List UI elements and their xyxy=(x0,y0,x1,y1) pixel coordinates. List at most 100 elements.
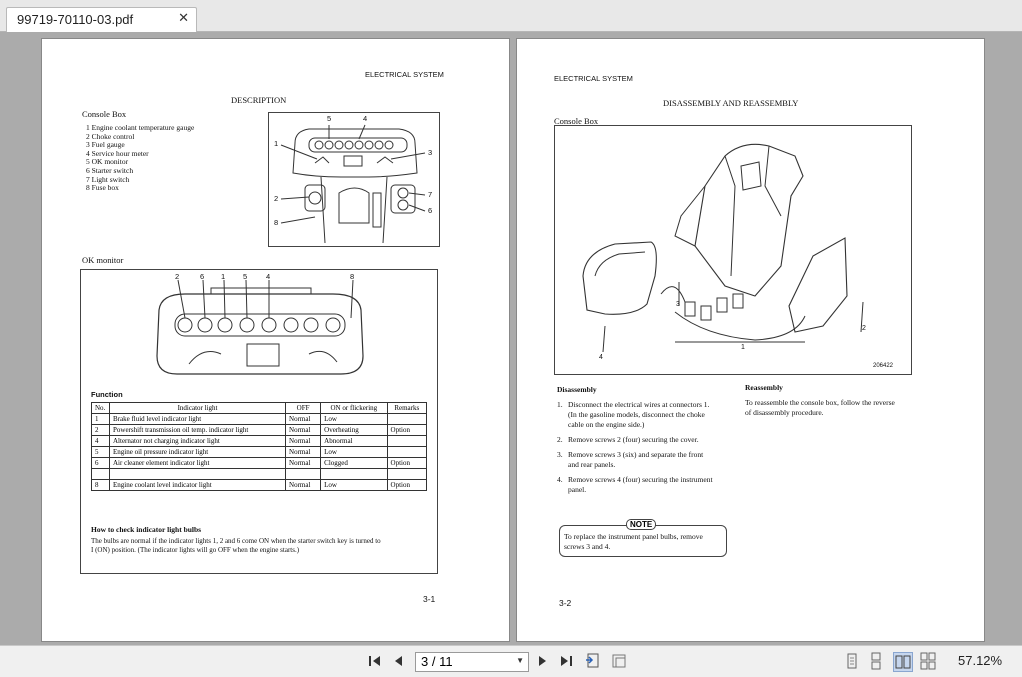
leader-line xyxy=(350,279,354,319)
prev-page-icon[interactable] xyxy=(390,652,408,670)
list-item: 3 Fuel gauge xyxy=(86,140,125,149)
table-cell xyxy=(386,468,428,480)
callout-label: 3 xyxy=(428,148,433,157)
ok-monitor-title: OK monitor xyxy=(82,255,124,265)
column-header: Remarks xyxy=(386,402,428,414)
last-page-icon[interactable] xyxy=(557,652,575,670)
table-cell xyxy=(285,468,322,480)
step-text: panel. xyxy=(568,485,587,494)
table-cell: 4 xyxy=(91,435,110,447)
facing-icon[interactable] xyxy=(893,652,913,672)
page-number: 3-2 xyxy=(559,598,572,608)
table-cell: Normal xyxy=(285,424,322,436)
zoom-level[interactable]: 57.12% xyxy=(958,653,1003,668)
section-title: DISASSEMBLY AND REASSEMBLY xyxy=(663,98,799,108)
close-icon[interactable]: ✕ xyxy=(178,11,189,26)
step-number: 2. xyxy=(557,435,563,444)
document-viewer[interactable]: ELECTRICAL SYSTEM DESCRIPTION Console Bo… xyxy=(0,32,1022,645)
table-row: 5 Engine oil pressure indicator light No… xyxy=(91,446,428,458)
column-header: ON or flickering xyxy=(320,402,388,414)
callout-label: 2 xyxy=(862,325,866,332)
table-cell: Low xyxy=(320,479,388,491)
callout-label: 4 xyxy=(363,114,368,123)
fit-page-icon[interactable] xyxy=(584,652,602,670)
column-header: Indicator light xyxy=(108,402,287,414)
step-number: 4. xyxy=(557,475,563,484)
leader-line xyxy=(177,279,186,319)
callout-label: 4 xyxy=(266,272,271,281)
leader-line xyxy=(408,192,426,196)
console-box-illustration xyxy=(280,124,426,244)
step-text: Disconnect the electrical wires at conne… xyxy=(568,400,710,409)
table-cell: Normal xyxy=(285,457,322,469)
list-item: 7 Light switch xyxy=(86,175,130,184)
table-cell: Alternator not charging indicator light xyxy=(108,435,287,447)
section-title: DESCRIPTION xyxy=(231,95,287,105)
callout-label: 3 xyxy=(676,301,680,308)
list-item: 1 Engine coolant temperature gauge xyxy=(86,123,195,132)
table-cell: Engine oil pressure indicator light xyxy=(108,446,287,458)
note-text: screws 3 and 4. xyxy=(564,542,611,551)
callout-label: 1 xyxy=(221,272,226,281)
fit-width-icon[interactable] xyxy=(610,652,628,670)
table-cell: 2 xyxy=(91,424,110,436)
page-number-select[interactable]: 3 / 11 ▼ xyxy=(415,652,529,672)
chevron-down-icon[interactable]: ▼ xyxy=(516,656,524,665)
table-row: 1 Brake fluid level indicator light Norm… xyxy=(91,413,428,425)
table-cell xyxy=(108,468,287,480)
table-row: 6 Air cleaner element indicator light No… xyxy=(91,457,428,469)
note-text: To replace the instrument panel bulbs, r… xyxy=(564,532,703,541)
table-cell: Option xyxy=(386,457,428,469)
leader-line xyxy=(408,204,426,212)
table-cell xyxy=(386,435,428,447)
callout-label: 5 xyxy=(327,114,332,123)
leader-line xyxy=(860,301,864,333)
table-row: 2 Powershift transmission oil temp. indi… xyxy=(91,424,428,436)
check-text-line: The bulbs are normal if the indicator li… xyxy=(91,537,381,545)
single-page-icon[interactable] xyxy=(843,652,861,670)
leader-line xyxy=(602,325,606,353)
table-cell: 1 xyxy=(91,413,110,425)
table-cell: Normal xyxy=(285,435,322,447)
console-box-diagram: 5 4 1 3 2 8 7 6 xyxy=(268,112,440,247)
step-text: Remove screws 3 (six) and separate the f… xyxy=(568,450,704,459)
page-right: ELECTRICAL SYSTEM DISASSEMBLY AND REASSE… xyxy=(516,38,985,642)
page-header: ELECTRICAL SYSTEM xyxy=(554,74,633,83)
list-item: 6 Starter switch xyxy=(86,166,134,175)
table-cell: Normal xyxy=(285,413,322,425)
table-cell: Air cleaner element indicator light xyxy=(108,457,287,469)
table-cell: Overheating xyxy=(320,424,388,436)
first-page-icon[interactable] xyxy=(366,652,384,670)
disassembly-title: Disassembly xyxy=(557,385,597,394)
table-cell xyxy=(386,446,428,458)
leader-line xyxy=(358,124,366,140)
table-cell: Option xyxy=(386,479,428,491)
list-item: 2 Choke control xyxy=(86,132,135,141)
check-title: How to check indicator light bulbs xyxy=(91,525,202,534)
callout-label: 6 xyxy=(428,206,433,215)
leader-line xyxy=(223,279,226,319)
continuous-icon[interactable] xyxy=(867,652,885,670)
table-cell xyxy=(386,413,428,425)
page-number-value: 3 / 11 xyxy=(421,654,453,669)
check-text-line: I (ON) position. (The indicator lights w… xyxy=(91,546,300,554)
table-cell: 8 xyxy=(91,479,110,491)
indicator-table: No. Indicator light OFF ON or flickering… xyxy=(91,402,428,491)
console-box-title: Console Box xyxy=(82,109,127,119)
table-row xyxy=(91,468,428,480)
leader-line xyxy=(390,152,426,160)
continuous-facing-icon[interactable] xyxy=(919,652,937,670)
list-item: 5 OK monitor xyxy=(86,157,129,166)
callout-label: 1 xyxy=(741,344,745,351)
page-number: 3-1 xyxy=(423,594,436,604)
callout-label: 8 xyxy=(350,272,355,281)
document-tab[interactable]: 99719-70110-03.pdf ✕ xyxy=(6,7,197,32)
leader-line xyxy=(202,279,206,319)
note-label: NOTE xyxy=(626,519,657,530)
table-cell: 5 xyxy=(91,446,110,458)
step-text: Remove screws 2 (four) securing the cove… xyxy=(568,435,699,444)
table-cell: Brake fluid level indicator light xyxy=(108,413,287,425)
next-page-icon[interactable] xyxy=(533,652,551,670)
ok-monitor-frame: 2 6 1 5 4 8 Function No. Indicator light… xyxy=(80,269,438,574)
column-header: OFF xyxy=(285,402,322,414)
